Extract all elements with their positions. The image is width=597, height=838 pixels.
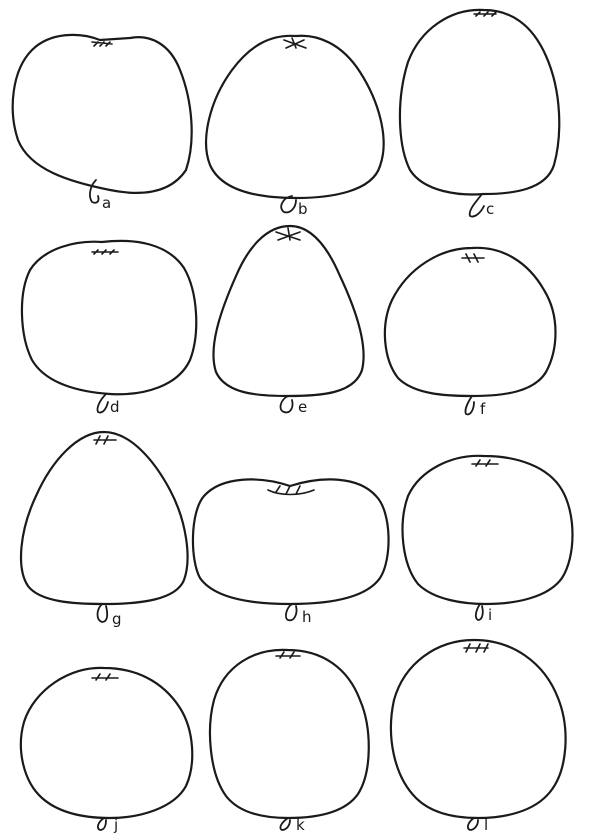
fruit-g-outline (21, 432, 188, 604)
fruit-k-outline (210, 650, 369, 818)
fruit-f: f (385, 248, 556, 418)
fruit-l: l (391, 640, 566, 834)
fruit-i-eye (472, 460, 498, 466)
fruit-d-outline (22, 241, 196, 394)
fruit-a-label: a (102, 194, 111, 212)
fruit-l-label: l (484, 816, 488, 834)
fruit-g-label: g (112, 610, 122, 628)
fruit-b: b (206, 36, 384, 218)
fruit-i-outline (403, 456, 573, 604)
fruit-l-eye (464, 644, 488, 652)
fruit-j-label: j (113, 816, 118, 834)
fruit-i-stalk (476, 604, 483, 620)
fruit-b-label: b (298, 200, 308, 218)
fruit-e-eye (276, 228, 300, 240)
fruit-f-eye (462, 254, 484, 262)
fruit-k: k (210, 650, 369, 834)
fruit-c-label: c (486, 200, 494, 218)
fruit-d-eye (92, 250, 118, 254)
fruit-h-label: h (302, 608, 312, 626)
fruit-b-eye (284, 38, 306, 48)
fruit-d: d (22, 241, 196, 416)
fruit-e-label: e (298, 398, 307, 416)
fruit-d-stalk (97, 394, 108, 413)
fruit-g-stalk (98, 604, 108, 622)
fruit-g-eye (94, 436, 116, 444)
fruit-i-label: i (488, 606, 492, 624)
fruit-g: g (21, 432, 188, 628)
fruit-l-outline (391, 640, 566, 818)
fruit-f-outline (385, 248, 556, 396)
fruit-j-eye (92, 674, 118, 680)
fruit-d-label: d (110, 398, 120, 416)
fruit-h-outline (193, 479, 389, 604)
fruit-h-stalk (286, 604, 297, 620)
fruit-h: h (193, 479, 389, 626)
fruit-e-outline (213, 226, 363, 396)
fruit-f-label: f (480, 400, 486, 418)
fruit-c-outline (400, 10, 559, 195)
fruit-j-outline (21, 668, 192, 818)
fruit-j: j (21, 668, 192, 834)
fruit-c-stalk (470, 194, 484, 217)
fruit-l-stalk (468, 818, 478, 830)
fruit-c-eye (474, 12, 496, 16)
fruit-a-outline (13, 35, 192, 193)
fruit-h-eye (268, 486, 314, 495)
fruit-f-stalk (465, 396, 474, 414)
fruit-e-stalk (281, 396, 293, 412)
fruit-k-stalk (280, 818, 290, 830)
fruit-b-outline (206, 36, 384, 198)
fruit-i: i (403, 456, 573, 624)
fruit-c: c (400, 10, 559, 218)
fruit-j-stalk (98, 818, 106, 830)
fruit-e: e (213, 226, 363, 416)
fruit-k-eye (276, 652, 300, 658)
fruit-k-label: k (296, 816, 305, 834)
fruit-a: a (13, 35, 192, 212)
fruit-a-stalk (90, 180, 99, 203)
fruit-a-eye (92, 42, 112, 46)
